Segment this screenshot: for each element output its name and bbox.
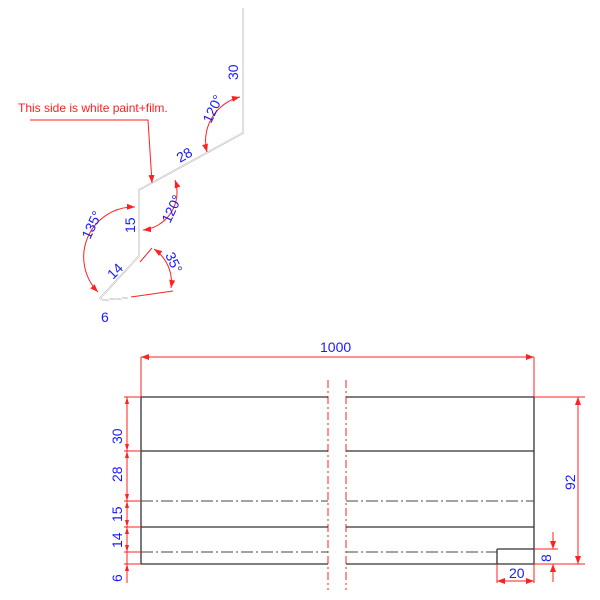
dim-segment-15: 15: [122, 217, 138, 233]
dim-row-30: 30: [109, 428, 125, 444]
angle-arc-120-top: [202, 95, 241, 153]
dim-segment-14: 14: [104, 260, 126, 282]
dim-row-15: 15: [109, 506, 125, 522]
angle-arc-35: [153, 248, 176, 289]
note-text: This side is white paint+film.: [18, 101, 168, 115]
dim-width: 1000: [320, 339, 351, 355]
dim-segment-30: 30: [225, 64, 241, 80]
angle-ref-line-2: [139, 247, 153, 263]
dim-segment-28: 28: [174, 144, 196, 166]
dim-angle-35: 35°: [162, 250, 185, 276]
dim-notch-height: 8: [538, 554, 554, 562]
dim-angle-120-top: 120°: [199, 92, 226, 125]
dim-angle-120-mid: 120°: [158, 192, 185, 225]
flat-view: [124, 354, 585, 590]
angle-arc-120-mid: [142, 179, 181, 233]
dim-angle-135: 135°: [78, 208, 105, 241]
angle-arc-135: [83, 203, 136, 293]
dim-row-28: 28: [109, 466, 125, 482]
angle-ref-line: [130, 290, 174, 298]
dim-segment-6: 6: [101, 309, 109, 325]
dim-notch-width: 20: [509, 565, 525, 581]
dim-row-14: 14: [109, 532, 125, 548]
dim-row-6: 6: [109, 574, 125, 582]
note-leader: [30, 119, 155, 184]
dim-total-height: 92: [562, 474, 578, 490]
profile-view: [30, 8, 244, 301]
